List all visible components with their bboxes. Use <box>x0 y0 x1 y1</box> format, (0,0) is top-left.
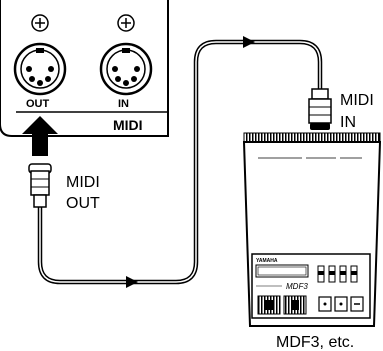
device-button-1 <box>318 296 332 312</box>
disk-slot-2 <box>283 295 307 315</box>
midi-in-label-line2: IN <box>340 114 356 131</box>
fader-2 <box>328 265 336 283</box>
device-button-2 <box>334 296 348 312</box>
insert-arrow-icon <box>22 116 58 156</box>
mdf3-device: YAMAHA MDF3 <box>242 132 382 327</box>
device-button-3 <box>350 296 364 312</box>
disk-slot-1 <box>257 295 281 315</box>
midi-out-port: OUT <box>13 14 67 110</box>
in-port-label: IN <box>118 98 129 110</box>
midi-in-port: IN <box>99 14 153 110</box>
midi-cable <box>37 36 323 288</box>
fader-1 <box>317 265 325 283</box>
fader-3 <box>339 265 347 283</box>
midi-in-plug <box>308 88 332 130</box>
midi-section-label: MIDI <box>113 117 143 133</box>
fader-4 <box>350 265 358 283</box>
device-top-vent <box>243 132 381 143</box>
midi-out-plug <box>28 163 52 208</box>
lcd-display <box>255 264 309 278</box>
device-brand: YAMAHA <box>256 258 278 264</box>
midi-out-label-line2: OUT <box>66 195 100 212</box>
midi-in-label-line1: MIDI <box>340 92 374 109</box>
rear-panel: MIDI <box>0 0 169 137</box>
out-port-label: OUT <box>26 98 50 110</box>
device-caption: MDF3, etc. <box>276 334 354 351</box>
direction-arrow-icon <box>126 276 138 288</box>
device-model: MDF3 <box>286 282 308 291</box>
direction-arrow-icon <box>243 36 255 48</box>
midi-out-label-line1: MIDI <box>66 174 100 191</box>
